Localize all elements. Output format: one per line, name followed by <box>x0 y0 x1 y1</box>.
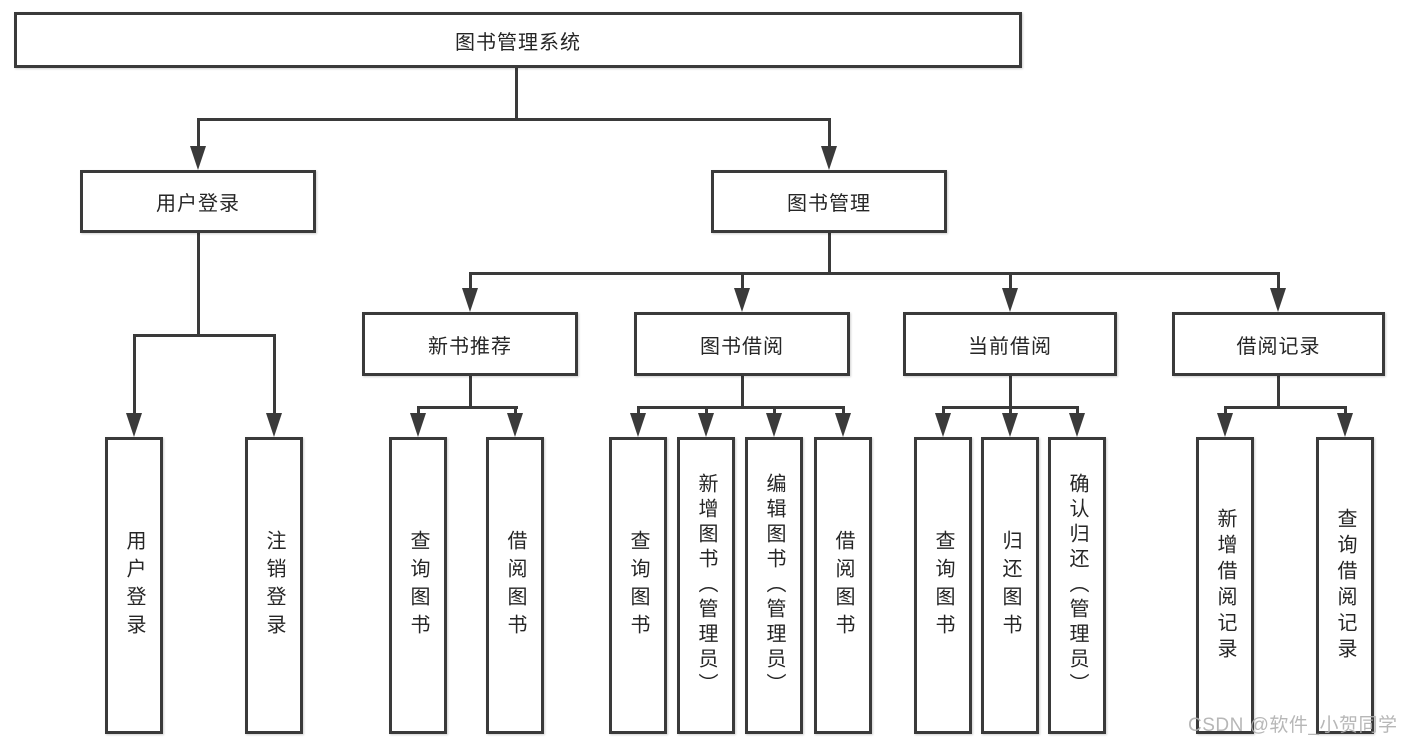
arrowhead-down-icon <box>126 413 142 437</box>
node-new-book-recommend: 新书推荐 <box>362 312 578 376</box>
connector-stem-book-management <box>828 118 831 150</box>
arrowhead-down-icon <box>1337 413 1353 437</box>
connector-stem-leaf <box>1224 406 1227 418</box>
connector-root-stem <box>515 68 518 121</box>
arrowhead-down-icon <box>1002 288 1018 312</box>
arrowhead-down-icon <box>821 146 837 170</box>
node-root: 图书管理系统 <box>14 12 1022 68</box>
leaf-user-login: 用户登录 <box>105 437 163 734</box>
connector-stem-user-login <box>197 118 200 150</box>
connector-stem-level2 <box>1009 272 1012 292</box>
node-borrow-record-label: 借阅记录 <box>1236 335 1321 358</box>
connector-stem-leaf <box>773 406 776 418</box>
node-new-book-recommend-label: 新书推荐 <box>428 335 512 358</box>
arrowhead-down-icon <box>734 288 750 312</box>
leaf-label: 用户登录 <box>123 529 145 642</box>
node-user-login: 用户登录 <box>80 170 316 233</box>
leaf-borrow-books: 借阅图书 <box>814 437 872 734</box>
connector-book-management-branch <box>469 272 1280 275</box>
connector-stem-leaf <box>133 334 136 418</box>
arrowhead-down-icon <box>1217 413 1233 437</box>
node-user-login-label: 用户登录 <box>156 193 240 215</box>
arrowhead-down-icon <box>766 413 782 437</box>
connector-stem-leaf <box>273 334 276 418</box>
node-book-borrow-label: 图书借阅 <box>700 335 784 358</box>
node-current-borrow-label: 当前借阅 <box>968 335 1052 358</box>
leaf-label: 查询图书 <box>627 529 649 642</box>
connector-user-login-branch <box>133 334 276 337</box>
leaf-query-books-recommend: 查询图书 <box>389 437 447 734</box>
connector-stem-leaf <box>637 406 640 418</box>
node-book-management: 图书管理 <box>711 170 947 233</box>
arrowhead-down-icon <box>266 413 282 437</box>
leaf-add-borrow-record: 新增借阅记录 <box>1196 437 1254 734</box>
connector-stem-level2 <box>469 272 472 292</box>
node-current-borrow: 当前借阅 <box>903 312 1117 376</box>
connector-stem-leaf <box>942 406 945 418</box>
connector-stem-leaf <box>842 406 845 418</box>
leaf-logout: 注销登录 <box>245 437 303 734</box>
connector-stem-leaf <box>1076 406 1079 418</box>
connector-user-login-stem <box>197 233 200 336</box>
leaf-return-books: 归还图书 <box>981 437 1039 734</box>
connector-stem-leaf <box>514 406 517 418</box>
arrowhead-down-icon <box>630 413 646 437</box>
leaf-label: 借阅图书 <box>832 529 854 642</box>
arrowhead-down-icon <box>462 288 478 312</box>
arrowhead-down-icon <box>1270 288 1286 312</box>
leaf-label: 新增图书（管理员） <box>695 473 717 698</box>
leaf-label: 编辑图书（管理员） <box>763 473 785 698</box>
connector-new-book-recommend-stem <box>469 376 472 408</box>
node-book-borrow: 图书借阅 <box>634 312 850 376</box>
leaf-query-borrow-record: 查询借阅记录 <box>1316 437 1374 734</box>
leaf-label: 注销登录 <box>263 529 285 642</box>
watermark: CSDN @软件_小贺同学 <box>1188 715 1398 736</box>
leaf-label: 查询图书 <box>932 529 954 642</box>
arrowhead-down-icon <box>935 413 951 437</box>
arrowhead-down-icon <box>190 146 206 170</box>
connector-root-branch <box>197 118 831 121</box>
connector-borrow-record-branch <box>1224 406 1346 409</box>
leaf-borrow-books-recommend: 借阅图书 <box>486 437 544 734</box>
arrowhead-down-icon <box>507 413 523 437</box>
leaf-query-books-current: 查询图书 <box>914 437 972 734</box>
leaf-confirm-return-admin: 确认归还（管理员） <box>1048 437 1106 734</box>
arrowhead-down-icon <box>1002 413 1018 437</box>
arrowhead-down-icon <box>410 413 426 437</box>
leaf-label: 新增借阅记录 <box>1214 507 1236 664</box>
connector-stem-level2 <box>741 272 744 292</box>
leaf-edit-books-admin: 编辑图书（管理员） <box>745 437 803 734</box>
node-borrow-record: 借阅记录 <box>1172 312 1385 376</box>
connector-stem-leaf <box>1009 406 1012 418</box>
leaf-label: 查询借阅记录 <box>1334 507 1356 664</box>
leaf-query-books-borrow: 查询图书 <box>609 437 667 734</box>
connector-book-borrow-stem <box>741 376 744 408</box>
leaf-add-books-admin: 新增图书（管理员） <box>677 437 735 734</box>
connector-book-borrow-branch <box>637 406 845 409</box>
connector-stem-leaf <box>705 406 708 418</box>
connector-stem-leaf <box>417 406 420 418</box>
leaf-label: 借阅图书 <box>504 529 526 642</box>
connector-book-management-stem <box>828 233 831 274</box>
leaf-label: 查询图书 <box>407 529 429 642</box>
connector-borrow-record-stem <box>1277 376 1280 408</box>
arrowhead-down-icon <box>1069 413 1085 437</box>
connector-current-borrow-stem <box>1009 376 1012 408</box>
connector-new-book-recommend-branch <box>417 406 518 409</box>
node-book-management-label: 图书管理 <box>787 193 871 215</box>
arrowhead-down-icon <box>698 413 714 437</box>
connector-stem-level2 <box>1277 272 1280 292</box>
leaf-label: 确认归还（管理员） <box>1066 473 1088 698</box>
arrowhead-down-icon <box>835 413 851 437</box>
connector-stem-leaf <box>1344 406 1347 418</box>
leaf-label: 归还图书 <box>999 529 1021 642</box>
node-root-label: 图书管理系统 <box>455 31 581 54</box>
